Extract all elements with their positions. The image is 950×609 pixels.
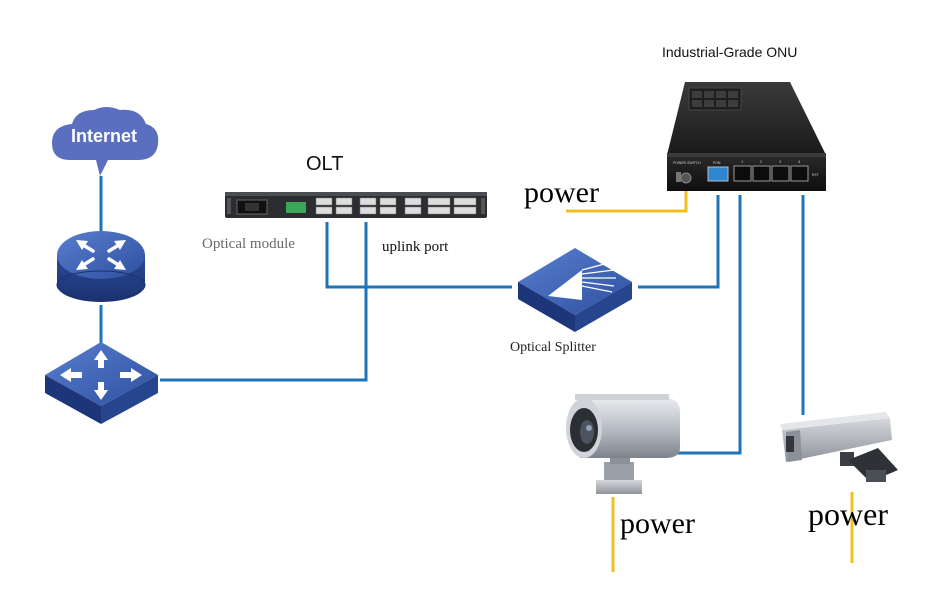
switch-icon	[45, 342, 158, 424]
onu-device: POWER SWITCH PON 1 2 3 4 RST	[667, 82, 826, 191]
onu-power-switch-text: POWER SWITCH	[673, 161, 701, 165]
onu-port2-text: 2	[760, 160, 762, 164]
camera-right-icon	[780, 412, 898, 482]
camera-left-power-label: power	[620, 507, 695, 540]
olt-ports	[315, 197, 477, 215]
internet-cloud-icon: Internet	[52, 107, 159, 176]
router-icon	[56, 231, 146, 302]
line-olt-splitter	[325, 222, 512, 289]
onu-pon-text: PON	[713, 161, 721, 165]
optical-module-label: Optical module	[202, 236, 295, 252]
camera-left-icon	[566, 394, 680, 494]
power-line-onu	[566, 188, 688, 213]
uplink-port-label: uplink port	[382, 239, 449, 255]
onu-power-label: power	[524, 176, 599, 209]
olt-device	[225, 192, 487, 218]
line-switch-olt-uplink	[160, 222, 368, 382]
camera-right-power-label: power	[808, 496, 888, 532]
optical-splitter-label: Optical Splitter	[510, 340, 596, 355]
onu-port3-text: 3	[779, 160, 781, 164]
olt-label: OLT	[306, 153, 344, 175]
line-onu-camera-left	[668, 195, 742, 455]
onu-port1-text: 1	[741, 160, 743, 164]
onu-ethernet-ports	[733, 165, 809, 182]
internet-label: Internet	[71, 126, 137, 146]
onu-rst-text: RST	[812, 173, 820, 177]
onu-label: Industrial-Grade ONU	[662, 44, 798, 60]
connection-lines	[99, 176, 854, 572]
line-splitter-onu	[638, 195, 720, 289]
optical-splitter-icon	[518, 248, 632, 332]
onu-port4-text: 4	[798, 160, 801, 164]
